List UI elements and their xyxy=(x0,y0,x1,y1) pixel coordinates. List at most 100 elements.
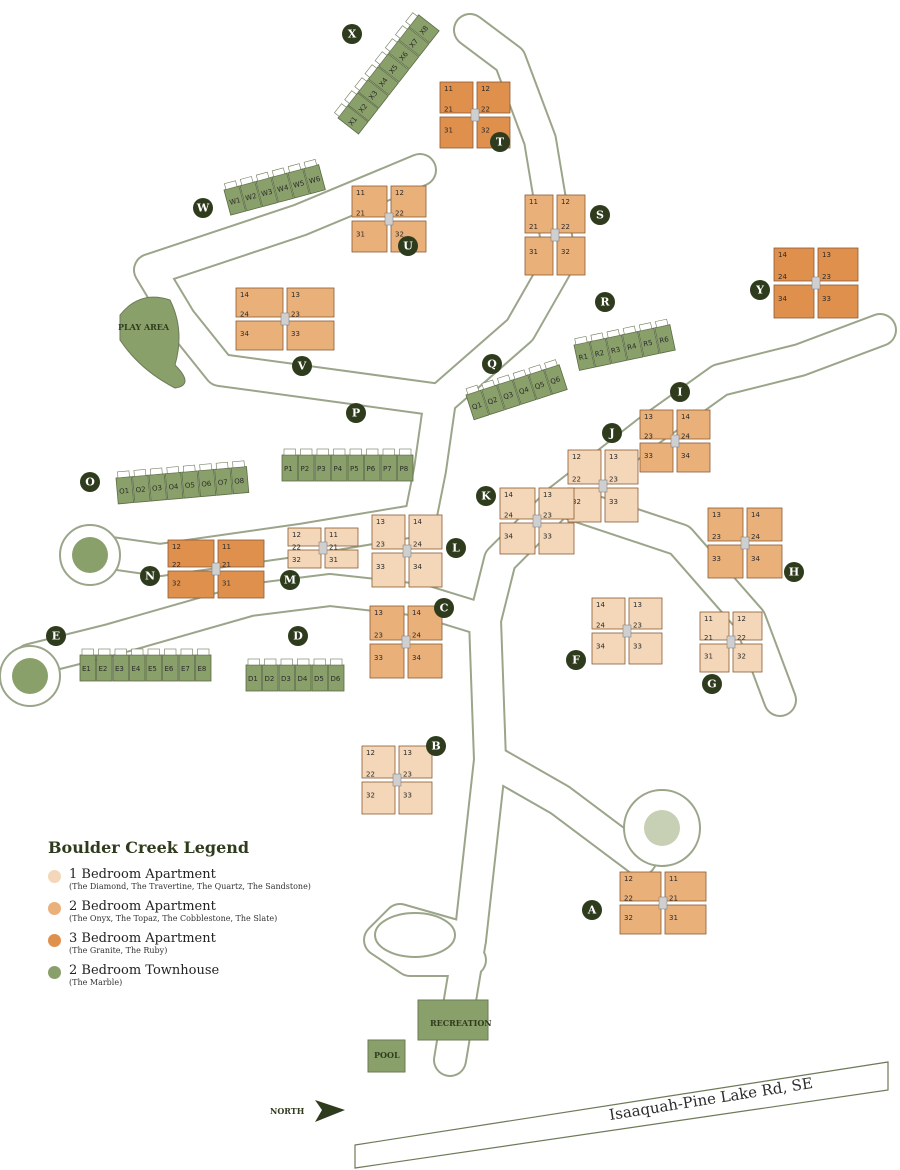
townhouse-unit[interactable]: W3 xyxy=(254,171,279,208)
building-badge-i[interactable]: I xyxy=(670,382,690,402)
building-badge-h[interactable]: H xyxy=(784,562,804,582)
townhouse-unit[interactable]: W4 xyxy=(270,167,295,203)
building-badge-a[interactable]: A xyxy=(582,900,602,920)
townhouse-unit[interactable]: D5 xyxy=(311,658,328,692)
townhouse-unit[interactable]: X4 xyxy=(364,63,400,96)
townhouse-unit[interactable]: O7 xyxy=(214,461,233,496)
unit-label: 33 xyxy=(609,498,618,506)
townhouse-unit[interactable]: Q6 xyxy=(543,359,568,395)
building-badge-m[interactable]: M xyxy=(280,570,300,590)
townhouse-unit[interactable]: R4 xyxy=(621,325,644,361)
townhouse-unit[interactable]: E7 xyxy=(178,648,195,682)
building-badge-f[interactable]: F xyxy=(566,650,586,670)
townhouse-unit[interactable]: E2 xyxy=(96,648,113,682)
townhouse-unit[interactable]: X7 xyxy=(394,24,430,57)
townhouse-unit[interactable]: E5 xyxy=(145,648,162,682)
townhouse-unit[interactable]: D1 xyxy=(245,658,262,692)
townhouse-unit[interactable]: P6 xyxy=(364,448,381,482)
building-badge-t[interactable]: T xyxy=(490,132,510,152)
unit-label: 32 xyxy=(624,914,633,922)
townhouse-unit[interactable]: R1 xyxy=(573,335,596,371)
building-badge-b[interactable]: B xyxy=(426,736,446,756)
building-badge-w[interactable]: W xyxy=(193,198,213,218)
townhouse-unit[interactable]: W5 xyxy=(286,163,310,199)
townhouse-unit[interactable]: D3 xyxy=(278,658,295,692)
townhouse-unit[interactable]: P7 xyxy=(380,448,397,482)
townhouse-unit[interactable]: E4 xyxy=(129,648,146,682)
building-badge-j[interactable]: J xyxy=(602,423,622,443)
townhouse-unit[interactable]: O2 xyxy=(132,469,151,503)
building-badge-n[interactable]: N xyxy=(140,566,160,586)
townhouse-unit[interactable]: D2 xyxy=(262,658,279,692)
townhouse-unit[interactable]: E6 xyxy=(162,648,179,682)
townhouse-unit[interactable]: Q2 xyxy=(480,379,505,416)
townhouse-unit[interactable]: D4 xyxy=(295,658,312,692)
townhouse-unit[interactable]: Q3 xyxy=(496,374,521,411)
unit-label: X5 xyxy=(388,63,400,75)
townhouse-unit[interactable]: E8 xyxy=(195,648,212,682)
townhouse-unit[interactable]: X3 xyxy=(354,76,389,109)
townhouse-unit[interactable]: D6 xyxy=(328,658,345,692)
townhouse-unit[interactable]: O8 xyxy=(230,460,250,495)
townhouse-unit[interactable]: O4 xyxy=(164,466,184,501)
townhouse-unit[interactable]: P4 xyxy=(331,448,348,482)
building-badge-k[interactable]: K xyxy=(476,486,496,506)
building-badge-s[interactable]: S xyxy=(590,205,610,225)
townhouse-unit[interactable]: O5 xyxy=(181,464,200,499)
townhouse-unit[interactable]: R5 xyxy=(637,322,660,358)
townhouse-unit[interactable]: E3 xyxy=(112,648,129,682)
building-badge-u[interactable]: U xyxy=(398,236,418,256)
townhouse-unit[interactable]: O3 xyxy=(148,467,168,502)
townhouse-unit[interactable]: P2 xyxy=(298,448,315,482)
townhouse-unit[interactable]: E1 xyxy=(79,648,96,682)
townhouse-unit[interactable]: X6 xyxy=(384,37,420,70)
townhouse-unit[interactable]: X2 xyxy=(343,89,379,122)
building-badge-e[interactable]: E xyxy=(46,626,66,646)
building-badge-p[interactable]: P xyxy=(346,403,366,423)
building-badge-l[interactable]: L xyxy=(446,538,466,558)
building-badge-d[interactable]: D xyxy=(288,626,308,646)
townhouse-unit[interactable]: P5 xyxy=(347,448,364,482)
building-badge-v[interactable]: V xyxy=(292,356,312,376)
townhouse-unit[interactable]: O1 xyxy=(115,470,135,505)
townhouse-unit[interactable]: P8 xyxy=(397,448,414,482)
building-badge-r[interactable]: R xyxy=(595,292,615,312)
building-badge-y[interactable]: Y xyxy=(750,280,770,300)
townhouse-unit[interactable]: R3 xyxy=(605,329,628,365)
building-badge-g[interactable]: G xyxy=(702,674,722,694)
townhouse-unit[interactable]: R2 xyxy=(589,332,612,368)
townhouse-unit[interactable]: X8 xyxy=(404,11,440,44)
townhouse-unit[interactable]: P1 xyxy=(281,448,298,482)
unit-label: 12 xyxy=(624,875,633,883)
townhouse-unit[interactable]: Q1 xyxy=(464,384,490,421)
townhouse-unit[interactable]: W1 xyxy=(222,180,247,216)
townhouse-unit[interactable]: P3 xyxy=(314,448,331,482)
townhouse-unit[interactable]: Q4 xyxy=(511,369,537,405)
townhouse-unit[interactable]: W2 xyxy=(238,176,263,212)
building-badge-c[interactable]: C xyxy=(434,598,454,618)
building-badge-x[interactable]: X xyxy=(342,24,362,44)
townhouse-unit[interactable]: W6 xyxy=(302,158,326,195)
building-badge-o[interactable]: O xyxy=(80,472,100,492)
building-badge-q[interactable]: Q xyxy=(482,354,502,374)
townhouse-unit[interactable]: Q5 xyxy=(527,364,553,400)
townhouse-unit[interactable]: X5 xyxy=(374,50,410,83)
townhouse-unit[interactable]: O6 xyxy=(197,463,217,498)
townhouse-unit[interactable]: X1 xyxy=(333,102,369,135)
townhouse-unit[interactable]: R6 xyxy=(653,318,676,354)
